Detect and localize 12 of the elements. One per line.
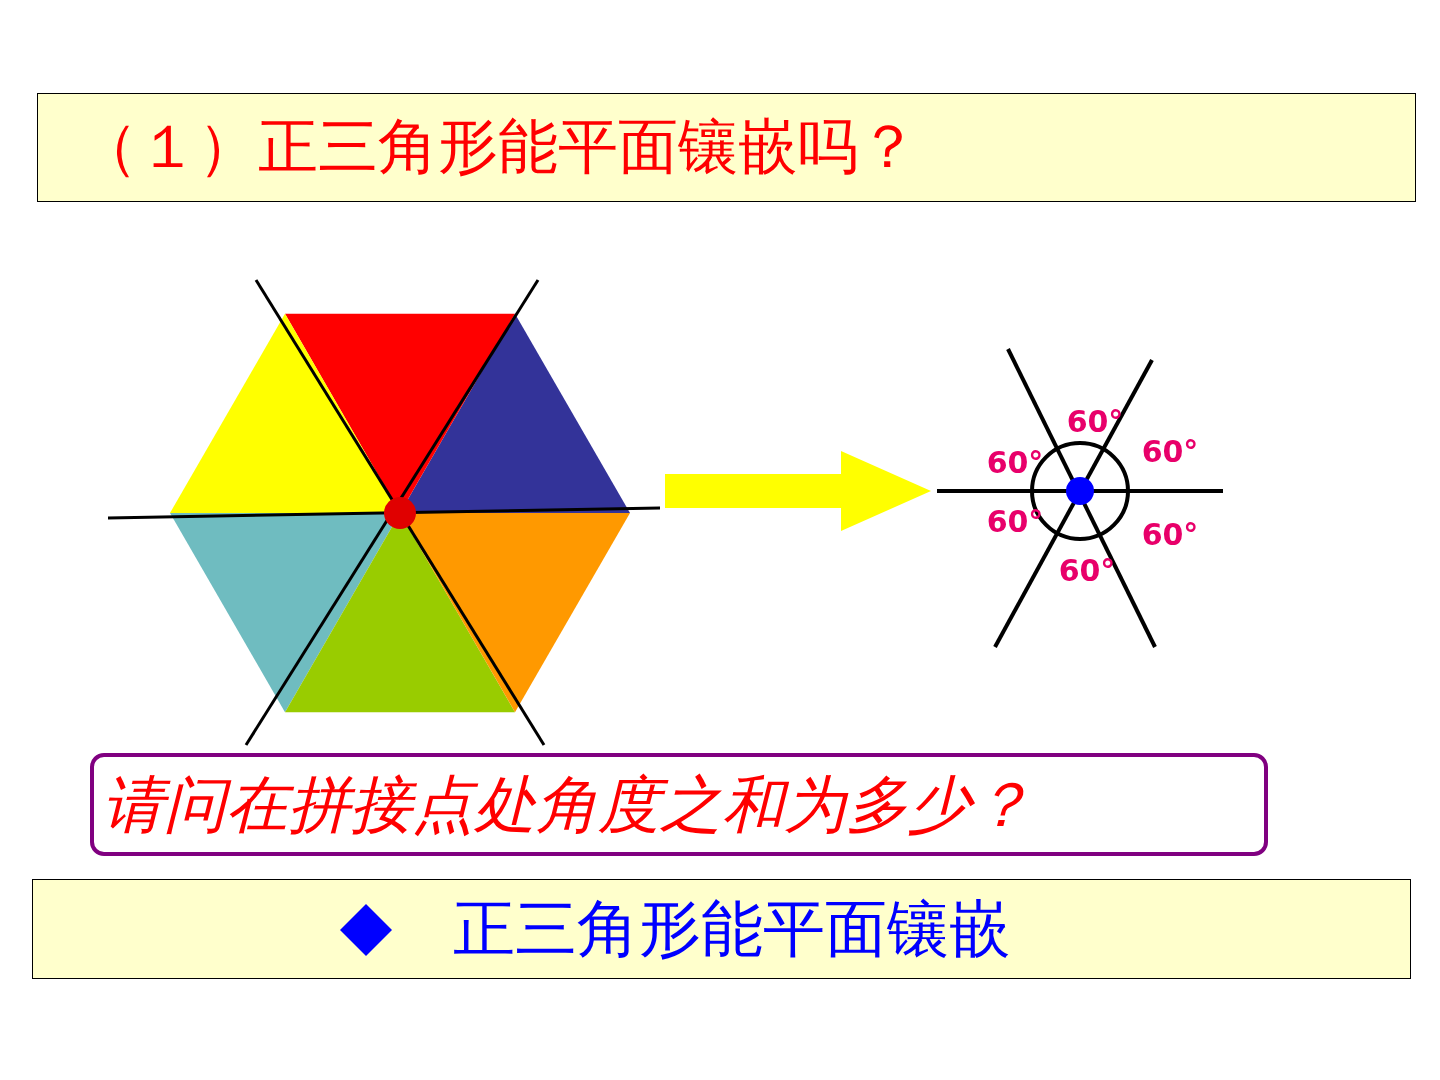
angle-label: 60° bbox=[1058, 555, 1116, 587]
angle-label: 60° bbox=[1141, 519, 1199, 551]
angle-label: 60° bbox=[986, 506, 1044, 538]
title: （１）正三角形能平面镶嵌吗？ bbox=[37, 93, 1416, 202]
angle-label: 60° bbox=[1141, 436, 1199, 468]
block-arrow bbox=[665, 451, 931, 531]
angle-label: 60° bbox=[986, 447, 1044, 479]
question-text: 请问在拼接点处角度之和为多少？ bbox=[102, 769, 1032, 841]
question-box bbox=[90, 753, 1268, 856]
conclusion-box bbox=[32, 879, 1411, 979]
conclusion-text: 正三角形能平面镶嵌 bbox=[453, 894, 1011, 964]
angle-drawing bbox=[935, 345, 1225, 650]
